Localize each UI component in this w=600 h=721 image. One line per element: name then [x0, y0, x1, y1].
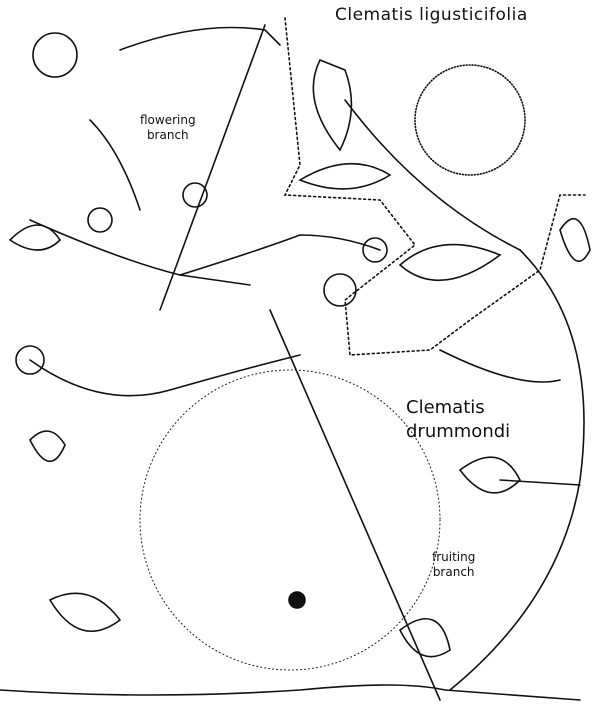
leaf: [29, 430, 66, 463]
stem: [29, 219, 381, 276]
species-label-drummondi: Clematis drummondi: [406, 396, 510, 444]
leaf: [48, 592, 122, 632]
stem: [29, 354, 301, 397]
stem: [119, 26, 281, 51]
flowering-line1: flowering: [140, 113, 196, 127]
leaf: [559, 218, 591, 262]
flowering-branch-label: flowering branch: [140, 113, 196, 143]
species-label-line2: drummondi: [406, 421, 511, 442]
dotted-boundary: [283, 17, 586, 356]
stem: [499, 479, 581, 486]
fruit-head: [414, 64, 526, 176]
species-label-line1: Clematis: [406, 397, 485, 418]
fruit-head: [139, 369, 441, 671]
leaf: [398, 618, 451, 658]
stem: [269, 309, 441, 701]
leaf: [8, 224, 62, 251]
tendril: [15, 345, 45, 375]
stem: [439, 349, 561, 383]
flower-bud: [362, 237, 388, 263]
flowering-line2: branch: [146, 128, 189, 142]
stem: [179, 274, 251, 286]
leaf: [312, 58, 353, 152]
stem: [89, 119, 141, 211]
stem: [449, 249, 585, 691]
flower: [32, 32, 78, 78]
leaf: [398, 243, 502, 282]
flower-bud: [182, 182, 208, 208]
fruiting-line1: fruiting: [432, 550, 476, 564]
leaf: [298, 162, 392, 190]
fruit-center: [288, 591, 306, 609]
flower: [323, 273, 357, 307]
fruiting-line2: branch: [432, 565, 475, 579]
fruiting-branch-label: fruiting branch: [432, 550, 475, 580]
stem: [159, 24, 266, 311]
stem: [344, 99, 521, 251]
species-label-ligusticifolia: Clematis ligusticifolia: [335, 5, 528, 25]
stem: [0, 684, 581, 701]
flower-bud: [87, 207, 113, 233]
leaf: [458, 456, 521, 494]
